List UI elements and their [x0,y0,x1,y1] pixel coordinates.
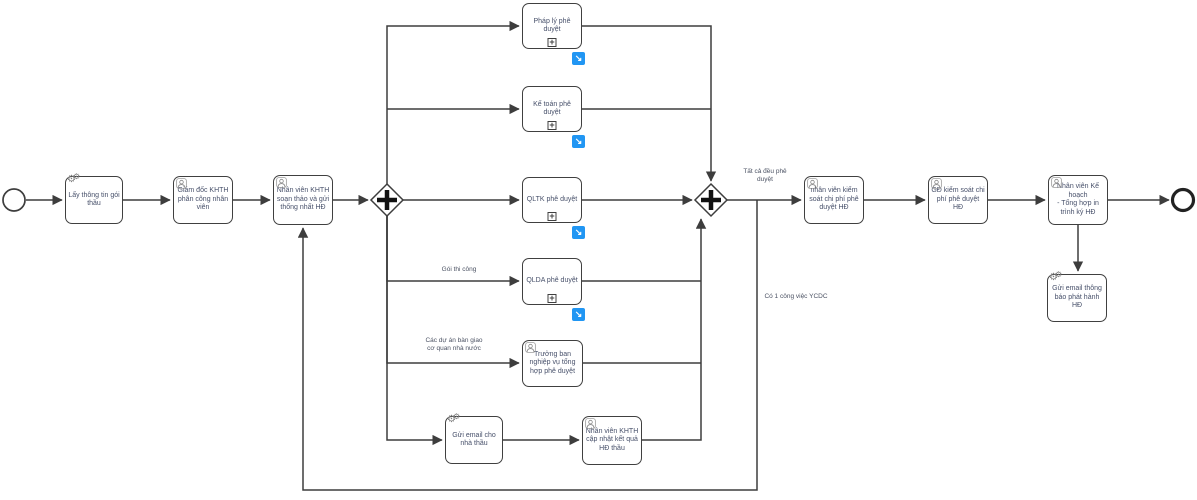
end-event[interactable] [1170,187,1196,213]
task-giam-doc-khth-phan-cong[interactable]: Giám đốc KHTH phân công nhân viên [173,176,233,224]
user-icon [931,178,942,189]
subprocess-qltk-phe-duyet[interactable]: QLTK phê duyệt + ↘ [522,177,585,239]
link-arrow-icon[interactable]: ↘ [572,135,585,148]
task-label: nhân viên kiểm soát chi phí phê duyệt HĐ [809,187,859,212]
plus-icon [701,190,721,210]
flow-split-to-gui-email-nha-thau [386,216,443,446]
task-label: Kế toán phê duyệt [533,100,571,117]
subprocess-plus-icon[interactable]: + [547,211,557,221]
task-label: Pháp lý phê duyệt [533,17,571,34]
parallel-gateway-merge[interactable] [693,182,729,218]
task-label: Gửi email thông báo phát hành HĐ [1052,285,1102,310]
flow-cap-nhat-to-merge [642,218,707,441]
flow-phap-ly-to-merge [582,25,717,182]
task-label: Trưởng ban nghiệp vụ tổng hợp phê duyệt [529,350,576,375]
user-icon [585,418,596,429]
task-lay-thong-tin-goi-thau[interactable]: ⚙⚙ Lấy thông tin gói thầu [65,172,123,224]
task-cap-nhat-ket-qua-hd-thau[interactable]: Nhân viên KHTH cập nhật kết quả HĐ thầu [582,416,642,465]
task-gui-email-cho-nha-thau[interactable]: ⚙⚙ Gửi email cho nhà thầu [445,412,503,464]
task-nhan-vien-kiem-soat-chi-phi[interactable]: nhân viên kiểm soát chi phí phê duyệt HĐ [804,176,864,224]
edge-label-goi-thi-cong: Gói thi công [441,266,477,273]
task-gui-email-thong-bao-phat-hanh[interactable]: ⚙⚙ Gửi email thông báo phát hành HĐ [1047,270,1107,322]
user-icon [525,342,536,353]
link-arrow-icon[interactable]: ↘ [572,52,585,65]
task-label: Giám đốc KHTH phân công nhân viên [177,187,229,212]
gear-icon: ⚙⚙ [1049,270,1063,283]
task-label: QLTK phê duyệt [526,195,578,203]
gear-icon: ⚙⚙ [67,172,81,185]
user-icon [276,177,287,188]
flow-split-to-phap-ly [386,20,520,184]
plus-icon [377,190,397,210]
task-nhan-vien-khth-soan-thao[interactable]: Nhân viên KHTH soạn thảo và gửi thống nh… [273,175,333,225]
gear-icon: ⚙⚙ [447,412,461,425]
flow-loop-back-to-soan-thao [297,200,758,491]
edge-label-cac-du-an: Các dự án bàn giao cơ quan nhà nước [425,337,483,352]
task-label: Lấy thông tin gói thầu [68,191,120,208]
user-icon [176,178,187,189]
subprocess-ke-toan-phe-duyet[interactable]: Kế toán phê duyệt + ↘ [522,86,585,148]
edge-label-co-1-cong-viec-ycdc: Có 1 công việc YCDC [764,293,828,300]
subprocess-phap-ly-phe-duyet[interactable]: Pháp lý phê duyệt + ↘ [522,3,585,65]
start-event[interactable] [2,188,26,212]
task-gd-kiem-soat-chi-phi[interactable]: GĐ kiểm soát chi phí phê duyệt HĐ [928,176,988,224]
task-label: Gửi email cho nhà thầu [452,431,496,448]
subprocess-plus-icon[interactable]: + [547,37,557,47]
task-label: GĐ kiểm soát chi phí phê duyệt HĐ [931,187,985,212]
task-truong-ban-nghiep-vu[interactable]: Trưởng ban nghiệp vụ tổng hợp phê duyệt [522,340,583,387]
task-label: Nhân viên Kế hoạch - Tổng hợp in trình k… [1056,183,1100,216]
parallel-gateway-split[interactable] [369,182,405,218]
link-arrow-icon[interactable]: ↘ [572,226,585,239]
link-arrow-icon[interactable]: ↘ [572,308,585,321]
user-icon [807,178,818,189]
task-label: Nhân viên KHTH soạn thảo và gửi thống nh… [276,187,330,212]
task-label: Nhân viên KHTH cập nhật kết quả HĐ thầu [585,427,639,452]
subprocess-plus-icon[interactable]: + [547,120,557,130]
user-icon [1051,177,1062,188]
subprocess-plus-icon[interactable]: + [547,293,557,303]
task-nhan-vien-ke-hoach-trinh-ky[interactable]: Nhân viên Kế hoạch - Tổng hợp in trình k… [1048,175,1108,225]
task-label: QLDA phê duyệt [526,277,578,285]
subprocess-qlda-phe-duyet[interactable]: QLDA phê duyệt + ↘ [522,258,585,321]
edge-label-tat-ca-deu-phe-duyet: Tất cả đều phê duyệt [743,168,787,183]
